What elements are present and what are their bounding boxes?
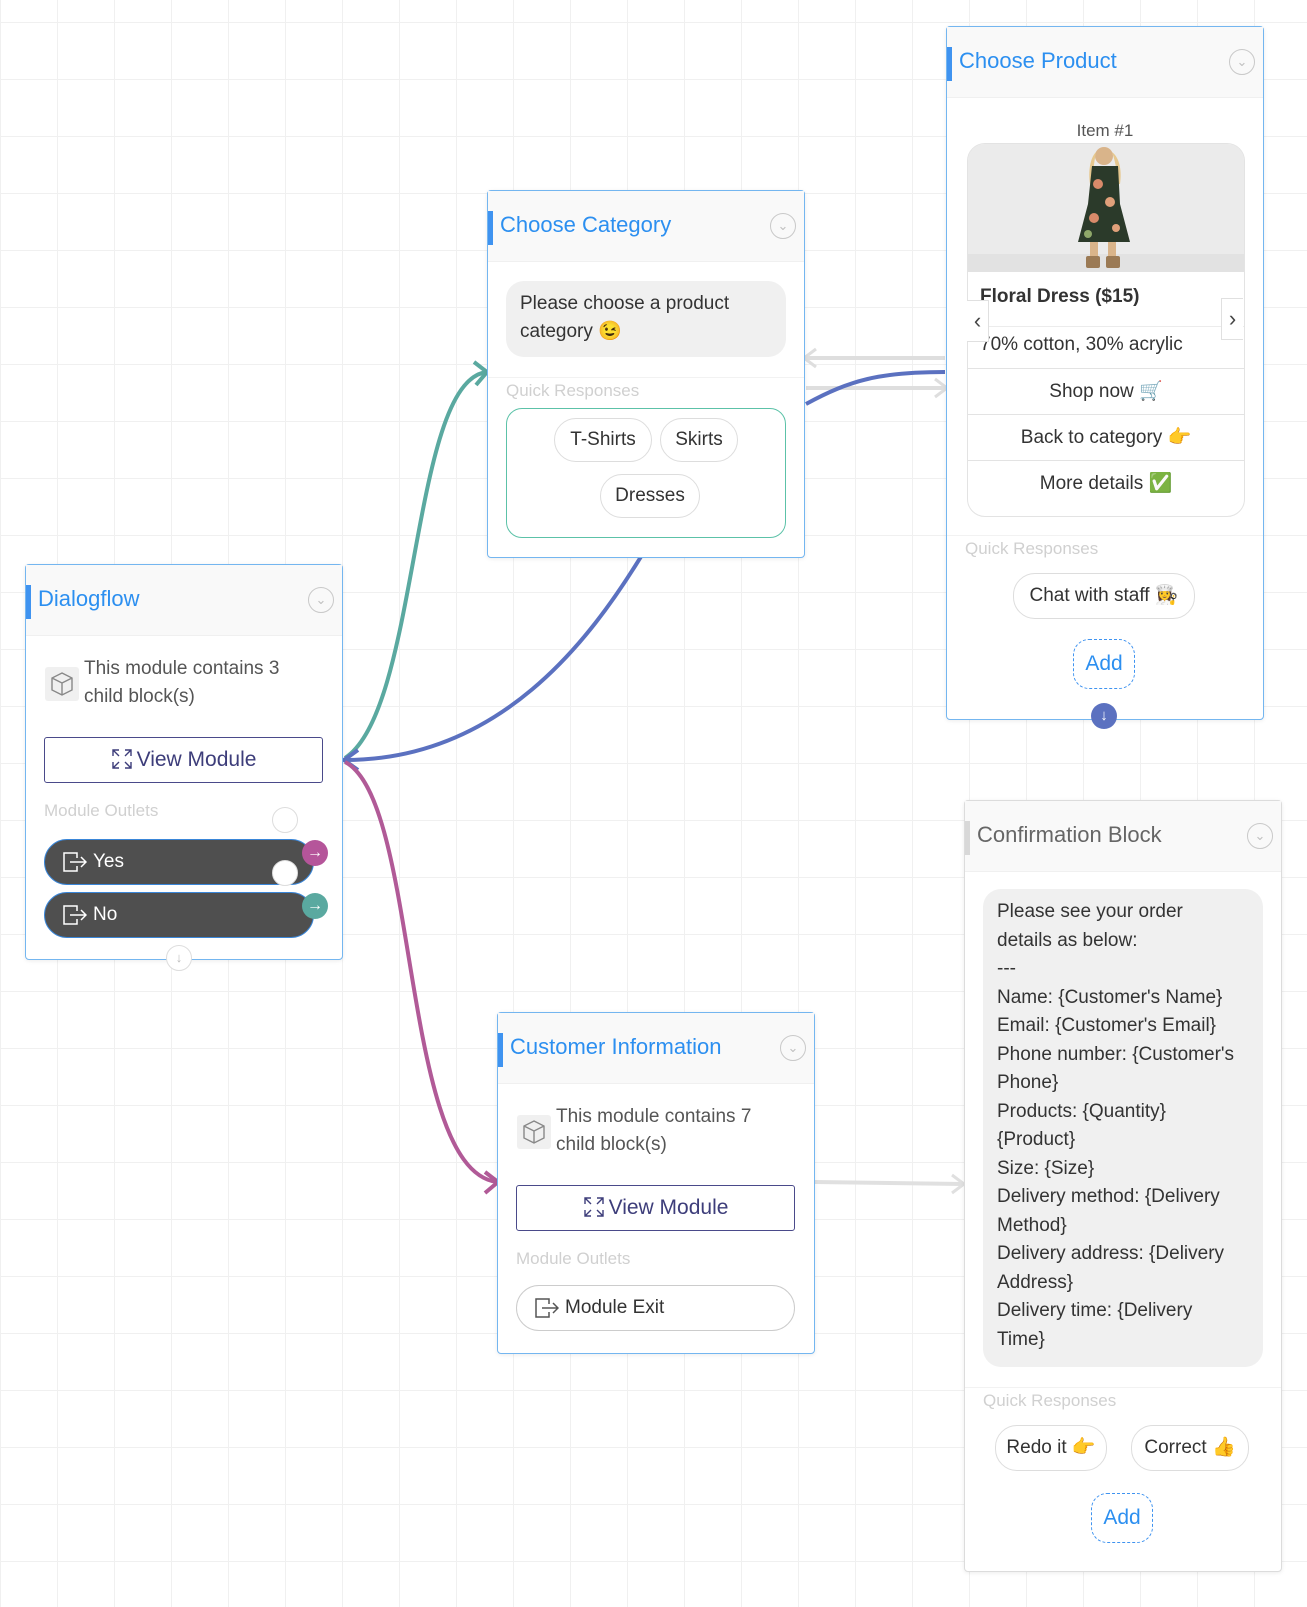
wire-category-to-product xyxy=(805,370,946,406)
item-label: Item #1 xyxy=(1076,121,1134,140)
product-subtitle: 70% cotton, 30% acrylic xyxy=(980,334,1183,355)
card-title: Customer Information xyxy=(510,1034,722,1059)
chevron-down-icon[interactable]: ⌄ xyxy=(770,213,796,239)
product-title: Floral Dress ($15) xyxy=(980,286,1140,307)
shop-now-button[interactable]: Shop now 🛒 xyxy=(968,368,1244,414)
quick-responses-label: Quick Responses xyxy=(506,381,640,400)
exit-icon xyxy=(535,1298,559,1318)
arrow-right-icon[interactable]: → xyxy=(302,893,328,919)
dialogflow-module-card[interactable]: Dialogflow ⌄ This module contains 3 chil… xyxy=(25,564,343,971)
carousel-next-icon[interactable]: › xyxy=(1221,298,1243,340)
card-header: Customer Information ⌄ xyxy=(498,1013,814,1084)
exit-icon xyxy=(63,905,87,925)
expand-icon xyxy=(583,1197,604,1217)
expand-icon[interactable] xyxy=(272,860,298,886)
arrow-down-icon[interactable]: ↓ xyxy=(1091,703,1117,729)
product-image xyxy=(968,144,1244,272)
chevron-down-icon[interactable]: ⌄ xyxy=(1247,823,1273,849)
product-carousel-card: Floral Dress ($15) 70% cotton, 30% acryl… xyxy=(967,143,1245,517)
module-info: This module contains 7 child block(s) xyxy=(556,1106,752,1155)
quick-response-redo-it[interactable]: Redo it 👉 xyxy=(995,1425,1107,1471)
card-header: Choose Product ⌄ xyxy=(947,27,1263,98)
message-bubble: Please choose a product category 😉 xyxy=(506,281,786,357)
add-quick-response-button[interactable]: Add xyxy=(1091,1493,1153,1543)
quick-response-skirts[interactable]: Skirts xyxy=(660,418,738,462)
outlet-yes[interactable]: Yes xyxy=(44,839,314,885)
chevron-down-icon[interactable]: ⌄ xyxy=(780,1035,806,1061)
more-details-button[interactable]: More details ✅ xyxy=(968,460,1244,506)
view-module-button[interactable]: View Module xyxy=(44,737,323,783)
wire-category-to-dialogflow xyxy=(344,553,644,762)
add-quick-response-button[interactable]: Add xyxy=(1073,639,1135,689)
confirmation-block-card[interactable]: Confirmation Block ⌄ Please see your ord… xyxy=(964,800,1282,1572)
wire-no-to-category xyxy=(343,370,488,760)
expand-icon[interactable] xyxy=(272,807,298,833)
choose-product-card[interactable]: Choose Product ⌄ Item #1 xyxy=(946,26,1264,729)
quick-responses-label: Quick Responses xyxy=(983,1391,1117,1410)
card-header: Confirmation Block ⌄ xyxy=(965,801,1281,872)
choose-category-card[interactable]: Choose Category ⌄ Please choose a produc… xyxy=(487,190,805,558)
card-title: Confirmation Block xyxy=(977,822,1162,847)
card-header: Choose Category ⌄ xyxy=(488,191,804,262)
outlet-no[interactable]: No xyxy=(44,892,314,938)
cube-icon xyxy=(45,667,79,701)
wire-yes-to-customer xyxy=(344,760,498,1184)
quick-response-t-shirts[interactable]: T-Shirts xyxy=(554,418,652,462)
cube-icon xyxy=(517,1115,551,1149)
quick-responses-label: Quick Responses xyxy=(965,539,1099,558)
wire-customer-to-confirmation xyxy=(814,1180,963,1186)
carousel-prev-icon[interactable]: ‹ xyxy=(967,300,989,342)
product-photo xyxy=(968,144,1244,272)
chevron-down-icon[interactable]: ⌄ xyxy=(1229,49,1255,75)
exit-icon xyxy=(63,852,87,872)
module-outlets-label: Module Outlets xyxy=(44,801,159,820)
module-info: This module contains 3 child block(s) xyxy=(84,658,280,707)
expand-icon xyxy=(111,749,132,769)
card-header: Dialogflow ⌄ xyxy=(26,565,342,636)
arrow-down-icon[interactable]: ↓ xyxy=(166,945,192,971)
arrow-right-icon[interactable]: → xyxy=(302,840,328,866)
quick-responses-group xyxy=(506,408,786,538)
chevron-down-icon[interactable]: ⌄ xyxy=(308,587,334,613)
card-title: Choose Product xyxy=(959,48,1117,73)
module-outlets-label: Module Outlets xyxy=(516,1249,631,1268)
back-to-category-button[interactable]: Back to category 👉 xyxy=(968,414,1244,460)
quick-response-dresses[interactable]: Dresses xyxy=(600,474,700,518)
message-bubble: Please see your order details as below: … xyxy=(983,889,1263,1367)
quick-response-chat-with-staff[interactable]: Chat with staff 👩‍🍳 xyxy=(1013,573,1195,619)
card-title: Choose Category xyxy=(500,212,672,237)
view-module-button[interactable]: View Module xyxy=(516,1185,795,1231)
quick-response-correct[interactable]: Correct 👍 xyxy=(1131,1425,1249,1471)
customer-information-card[interactable]: Customer Information ⌄ This module conta… xyxy=(497,1012,815,1354)
module-exit-outlet[interactable]: Module Exit xyxy=(516,1285,795,1331)
card-title: Dialogflow xyxy=(38,586,140,611)
